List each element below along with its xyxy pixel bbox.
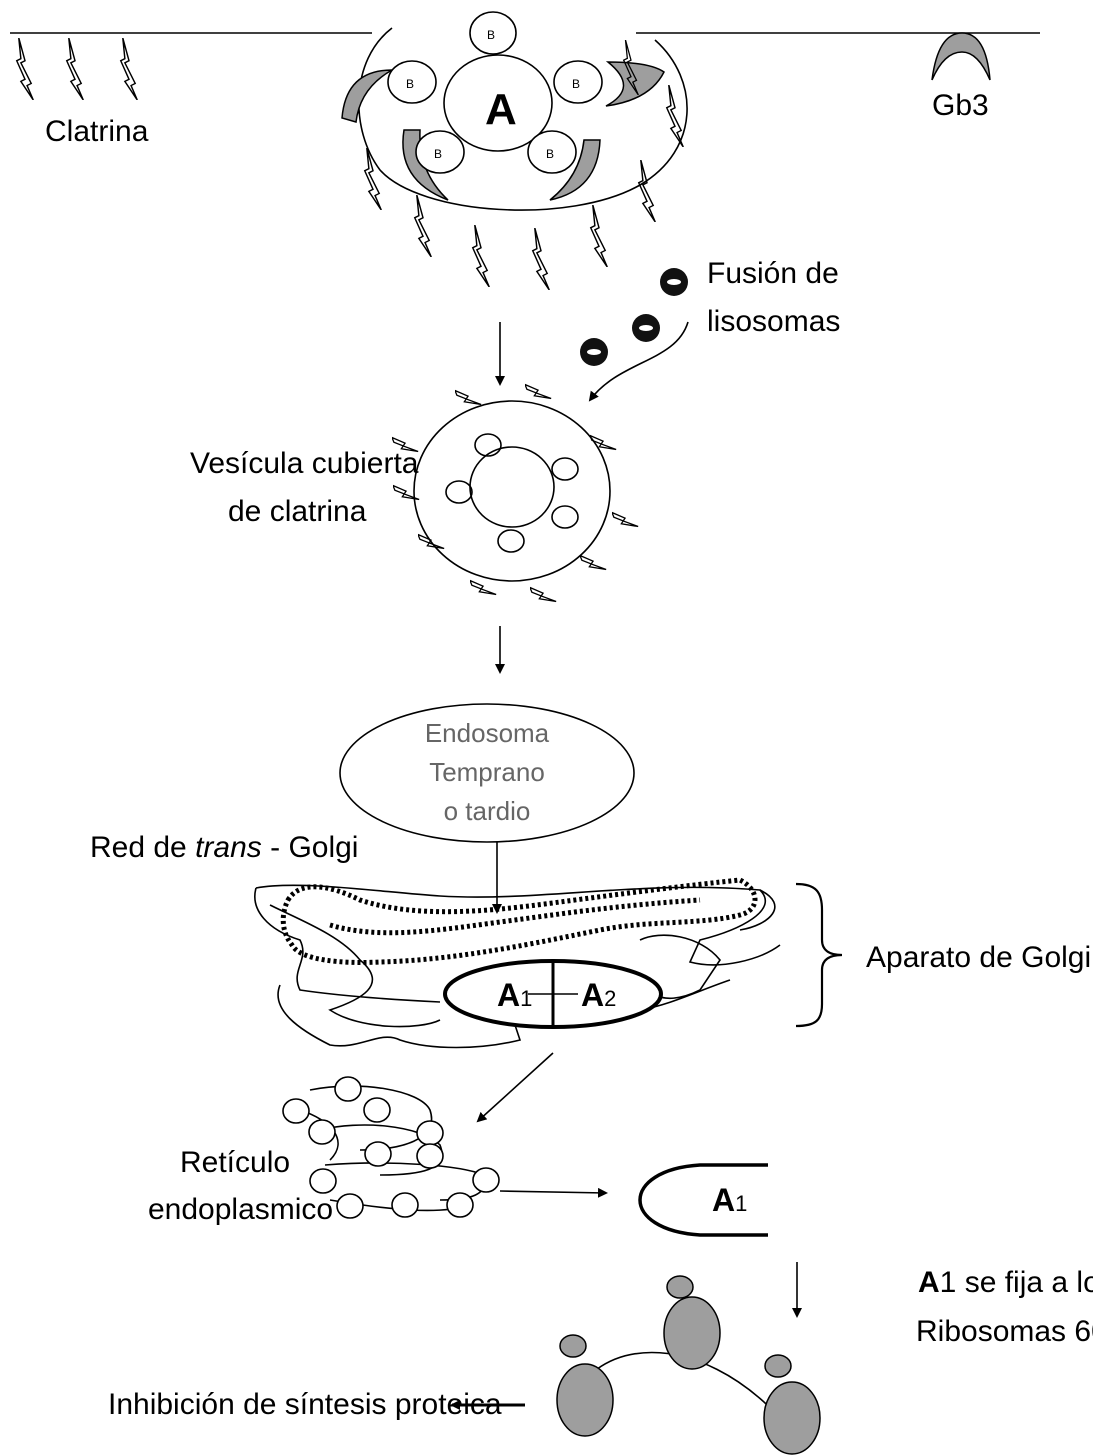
endosoma-label-line1: Endosoma [425, 718, 550, 748]
a1-fragment: A1 [640, 1165, 768, 1235]
fija-label-line1: A1 se fija a los [918, 1266, 1093, 1299]
aparato-label: Aparato de Golgi [866, 941, 1091, 974]
trans-golgi-label: Red de trans - Golgi [90, 831, 358, 864]
fusion-label-line1: Fusión de [707, 257, 839, 290]
gb3-label: Gb3 [932, 89, 989, 122]
vesicula-label-line2: de clatrina [228, 495, 367, 528]
ribosomes [557, 1276, 820, 1454]
coated-vesicle [414, 401, 610, 581]
svg-text:B: B [572, 77, 580, 91]
clatrina-label: Clatrina [45, 115, 149, 148]
svg-text:B: B [434, 147, 442, 161]
svg-text:B: B [546, 147, 554, 161]
fusion-label-line2: lisosomas [707, 305, 840, 338]
reticulo-label-line2: endoplasmico [148, 1193, 333, 1226]
a1-a2-holotoxin: A1 A2 [445, 961, 661, 1027]
arrow-er-to-a1 [500, 1191, 606, 1193]
membrane-clathrin-icon [17, 38, 138, 100]
reticulo-label-line1: Retículo [180, 1146, 290, 1179]
golgi-brace [796, 884, 842, 1026]
gb3-receptor-icon [932, 33, 990, 80]
vesicle-clathrin-icon [392, 385, 638, 602]
endosoma-label-line2: Temprano [429, 757, 545, 787]
lysosome-icon [580, 268, 688, 366]
inhibicion-label: Inhibición de síntesis proteica [108, 1388, 502, 1421]
vesicula-label-line1: Vesícula cubierta [190, 447, 419, 480]
svg-text:B: B [487, 28, 495, 42]
endosoma-label-line3: o tardio [444, 796, 531, 826]
svg-text:A: A [485, 85, 517, 134]
svg-text:B: B [406, 77, 414, 91]
stx-toxin: A B B B B B [388, 12, 602, 173]
fija-label-line2: Ribosomas 60S [916, 1315, 1093, 1348]
arrow-golgi-to-er [478, 1053, 553, 1121]
